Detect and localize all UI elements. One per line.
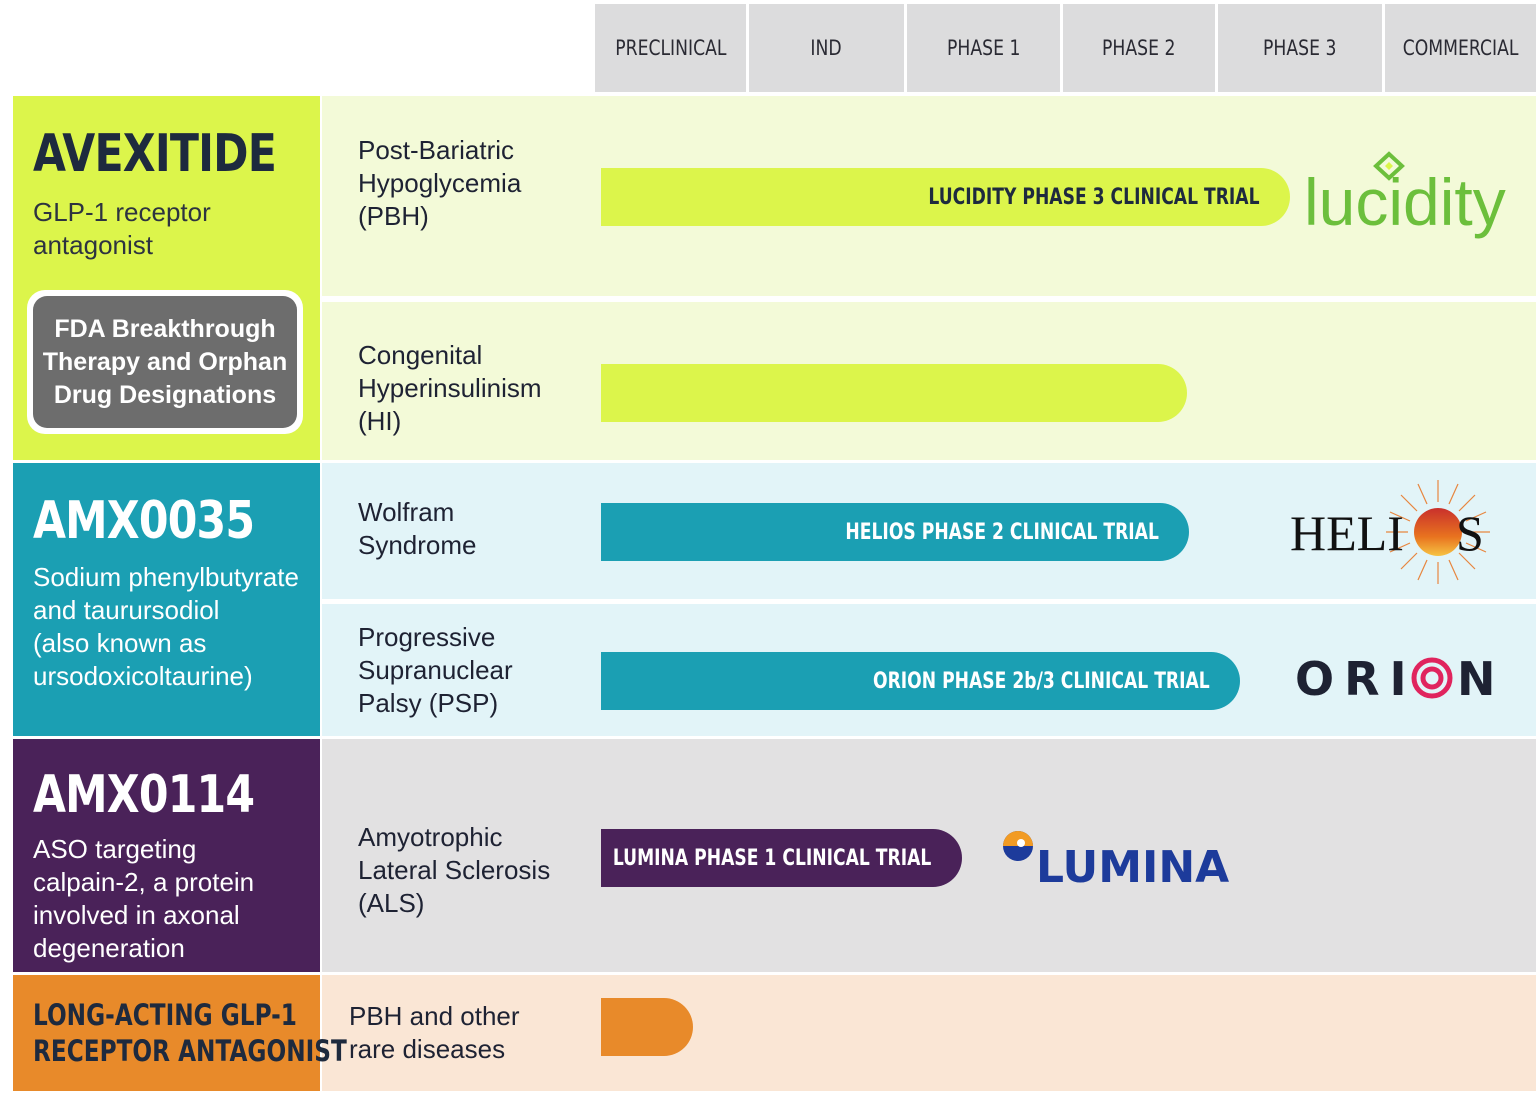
drug-description-amx0114: ASO targeting calpain-2, a protein invol…: [33, 834, 255, 963]
orion-logo-text-or: ORI: [1295, 652, 1417, 706]
progress-bar-lumina: LUMINA PHASE 1 CLINICAL TRIAL: [601, 829, 962, 887]
helios-logo-text-s: S: [1456, 505, 1484, 561]
orion-logo-text-n: N: [1457, 652, 1496, 706]
drug-description-amx0035: Sodium phenylbutyrate and taurursodiol (…: [33, 562, 299, 691]
helios-sun-icon: [1386, 480, 1490, 584]
phase-header-commercial: COMMERCIAL: [1385, 4, 1536, 92]
phase-header-phase2: PHASE 2: [1063, 4, 1215, 92]
drug-description-avexitide: GLP-1 receptor antagonist: [33, 197, 211, 260]
helios-logo-text: HELI: [1290, 505, 1404, 561]
lucidity-logo: lucidity: [1302, 150, 1512, 245]
lucidity-logo-text: lucidity: [1304, 165, 1506, 239]
progress-bar-lucidity: LUCIDITY PHASE 3 CLINICAL TRIAL: [601, 168, 1290, 226]
orion-logo: ORI N: [1295, 648, 1505, 708]
helios-logo: HELI S: [1288, 478, 1498, 588]
progress-bar-helios: HELIOS PHASE 2 CLINICAL TRIAL: [601, 503, 1189, 561]
orion-target-icon: [1411, 657, 1453, 699]
drug-panel-avexitide: AVEXITIDE GLP-1 receptor antagonist FDA …: [13, 96, 320, 460]
drug-name-amx0035: AMX0035: [33, 491, 255, 551]
indication-hi: Congenital Hyperinsulinism (HI): [358, 340, 542, 436]
trial-label-orion: ORION PHASE 2b/3 CLINICAL TRIAL: [872, 668, 1210, 694]
phase-header-preclinical: PRECLINICAL: [595, 4, 746, 92]
indication-pbh: Post-Bariatric Hypoglycemia (PBH): [358, 135, 522, 231]
drug-name-amx0114: AMX0114: [33, 765, 255, 825]
phase-header-phase3: PHASE 3: [1218, 4, 1382, 92]
drug-name-long-acting-glp1: LONG-ACTING GLP-1 RECEPTOR ANTAGONIST: [33, 998, 347, 1068]
fda-designation-badge: FDA Breakthrough Therapy and Orphan Drug…: [27, 290, 303, 434]
lumina-logo: LUMINA: [1000, 828, 1240, 893]
drug-panel-amx0035: AMX0035 Sodium phenylbutyrate and taurur…: [13, 463, 320, 736]
lumina-orb-icon: [1003, 831, 1033, 861]
indication-als: Amyotrophic Lateral Sclerosis (ALS): [358, 822, 551, 918]
trial-label-lucidity: LUCIDITY PHASE 3 CLINICAL TRIAL: [928, 184, 1260, 210]
progress-bar-long-acting: [601, 998, 693, 1056]
phase-header-ind: IND: [749, 4, 904, 92]
drug-name-avexitide: AVEXITIDE: [33, 124, 277, 184]
indication-psp: Progressive Supranuclear Palsy (PSP): [358, 622, 513, 718]
drug-panel-long-acting-glp1: LONG-ACTING GLP-1 RECEPTOR ANTAGONIST: [13, 975, 347, 1091]
indication-pbh-rare: PBH and other rare diseases: [349, 1001, 520, 1064]
phase-header-phase1: PHASE 1: [907, 4, 1060, 92]
lumina-logo-text: LUMINA: [1036, 842, 1229, 890]
lucidity-diamond-icon: [1373, 151, 1405, 181]
progress-bar-orion: ORION PHASE 2b/3 CLINICAL TRIAL: [601, 652, 1240, 710]
progress-bar-hi: [601, 364, 1187, 422]
trial-label-lumina: LUMINA PHASE 1 CLINICAL TRIAL: [613, 845, 932, 871]
drug-panel-amx0114: AMX0114 ASO targeting calpain-2, a prote…: [13, 739, 320, 972]
indication-wolfram: Wolfram Syndrome: [358, 497, 477, 560]
trial-label-helios: HELIOS PHASE 2 CLINICAL TRIAL: [845, 519, 1159, 545]
band-long-acting: [322, 975, 1536, 1091]
